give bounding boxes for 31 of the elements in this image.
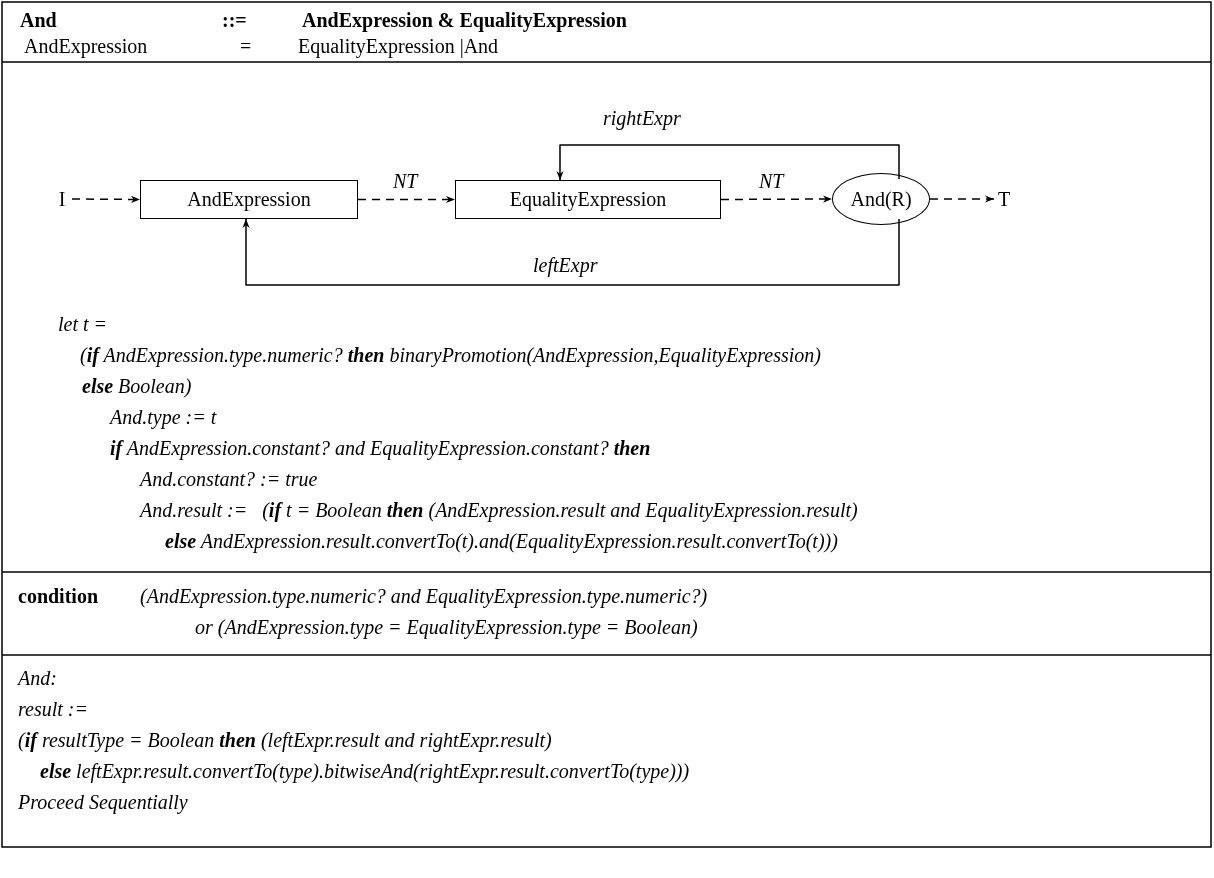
nonterminal-box: AndExpression <box>140 180 358 219</box>
code-line: else AndExpression.result.convertTo(t).and(EqualityExpression.result.convertTo(t))) <box>165 529 838 553</box>
arrow <box>242 218 900 286</box>
code-line: And.constant? := true <box>140 467 318 491</box>
nonterminal-box: EqualityExpression <box>455 180 721 219</box>
terminal-label: I <box>52 186 72 212</box>
keyword-text: condition <box>18 584 99 608</box>
terminal-label: T <box>994 186 1014 212</box>
code-line: let t = <box>58 312 108 336</box>
grammar-rule-text: EqualityExpression |And <box>298 34 499 58</box>
grammar-rule-text: AndExpression <box>24 34 148 58</box>
code-line: (if resultType = Boolean then (leftExpr.result and rightExpr.result) <box>18 728 552 752</box>
code-line: Proceed Sequentially <box>18 790 188 814</box>
code-line: result := <box>18 697 88 721</box>
code-line: else Boolean) <box>82 374 192 398</box>
grammar-rule-text: = <box>240 34 252 58</box>
arrow <box>720 195 833 203</box>
arrow <box>357 195 456 204</box>
arrow <box>71 195 141 204</box>
code-line: else leftExpr.result.convertTo(type).bitwiseAnd(rightExpr.result.convertTo(type))) <box>40 759 690 783</box>
code-line: And: <box>18 666 57 690</box>
grammar-rule-text: AndExpression & EqualityExpression <box>302 8 627 32</box>
code-line: if AndExpression.constant? and EqualityExpression.constant? then <box>110 436 651 460</box>
code-line: or (AndExpression.type = EqualityExpression.type = Boolean) <box>195 615 698 639</box>
arrow <box>556 144 900 181</box>
code-line: And.result := (if t = Boolean then (AndExpression.result and EqualityExpression.result) <box>140 498 858 522</box>
grammar-rule-text: ::= <box>222 8 247 32</box>
grammar-rule-text: And <box>20 8 57 32</box>
code-line: And.type := t <box>110 405 217 429</box>
code-line: (AndExpression.type.numeric? and EqualityExpression.type.numeric?) <box>140 584 708 608</box>
arrow <box>929 195 995 203</box>
